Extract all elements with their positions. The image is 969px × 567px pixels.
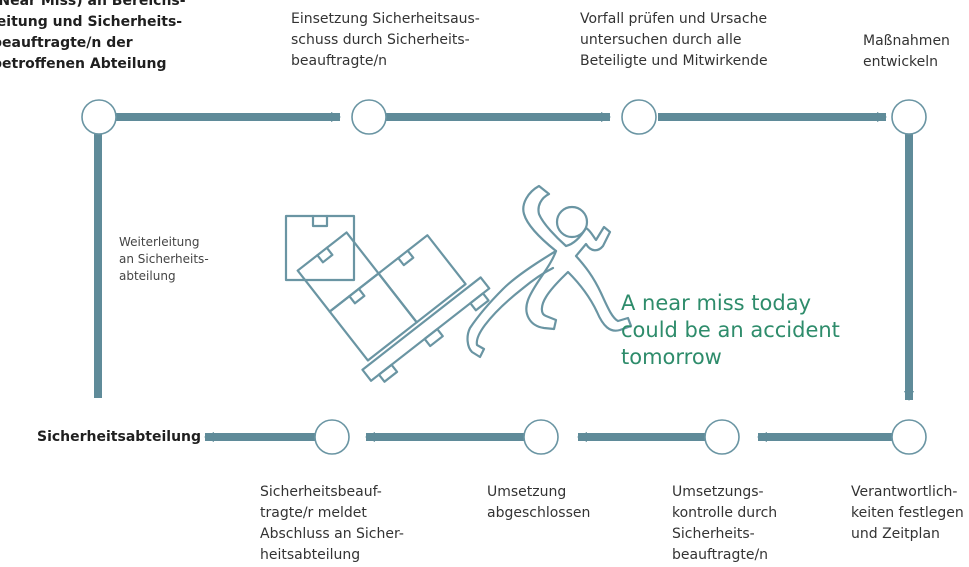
step-develop-measures: Maßnahmen entwickeln [863, 33, 950, 70]
slogan-text: A near miss today could be an accident t… [621, 291, 840, 369]
node-top-3 [621, 99, 657, 135]
step-implementation-completed: Umsetzung abgeschlossen [487, 484, 591, 521]
node-bottom-3 [704, 419, 740, 455]
step-implementation-control: Umsetzungs- kontrolle durch Sicherheits-… [672, 484, 778, 563]
node-bottom-right [891, 419, 927, 455]
node-top-4 [891, 99, 927, 135]
node-bottom-1 [314, 419, 350, 455]
node-top-1 [81, 99, 117, 135]
person-tripping-over-boxes-on-pallet-icon [284, 184, 633, 383]
step-assign-responsibilities: Verantwortlich- keiten festlegen und Zei… [851, 484, 964, 542]
node-top-2 [351, 99, 387, 135]
step-report-completion: Sicherheitsbeauf- tragte/r meldet Abschl… [260, 484, 404, 563]
node-bottom-2 [523, 419, 559, 455]
safety-department-label: Sicherheitsabteilung [37, 429, 202, 445]
step-establish-safety-committee: Einsetzung Sicherheitsaus- schuss durch … [291, 11, 480, 69]
step-investigate-incident: Vorfall prüfen und Ursache untersuchen d… [580, 11, 768, 69]
step-report-near-miss: (Near Miss) an Bereichs- leitung und Sic… [0, 0, 186, 72]
step-forward-to-safety-department: Weiterleitung an Sicherheits- abteilung [119, 235, 209, 283]
